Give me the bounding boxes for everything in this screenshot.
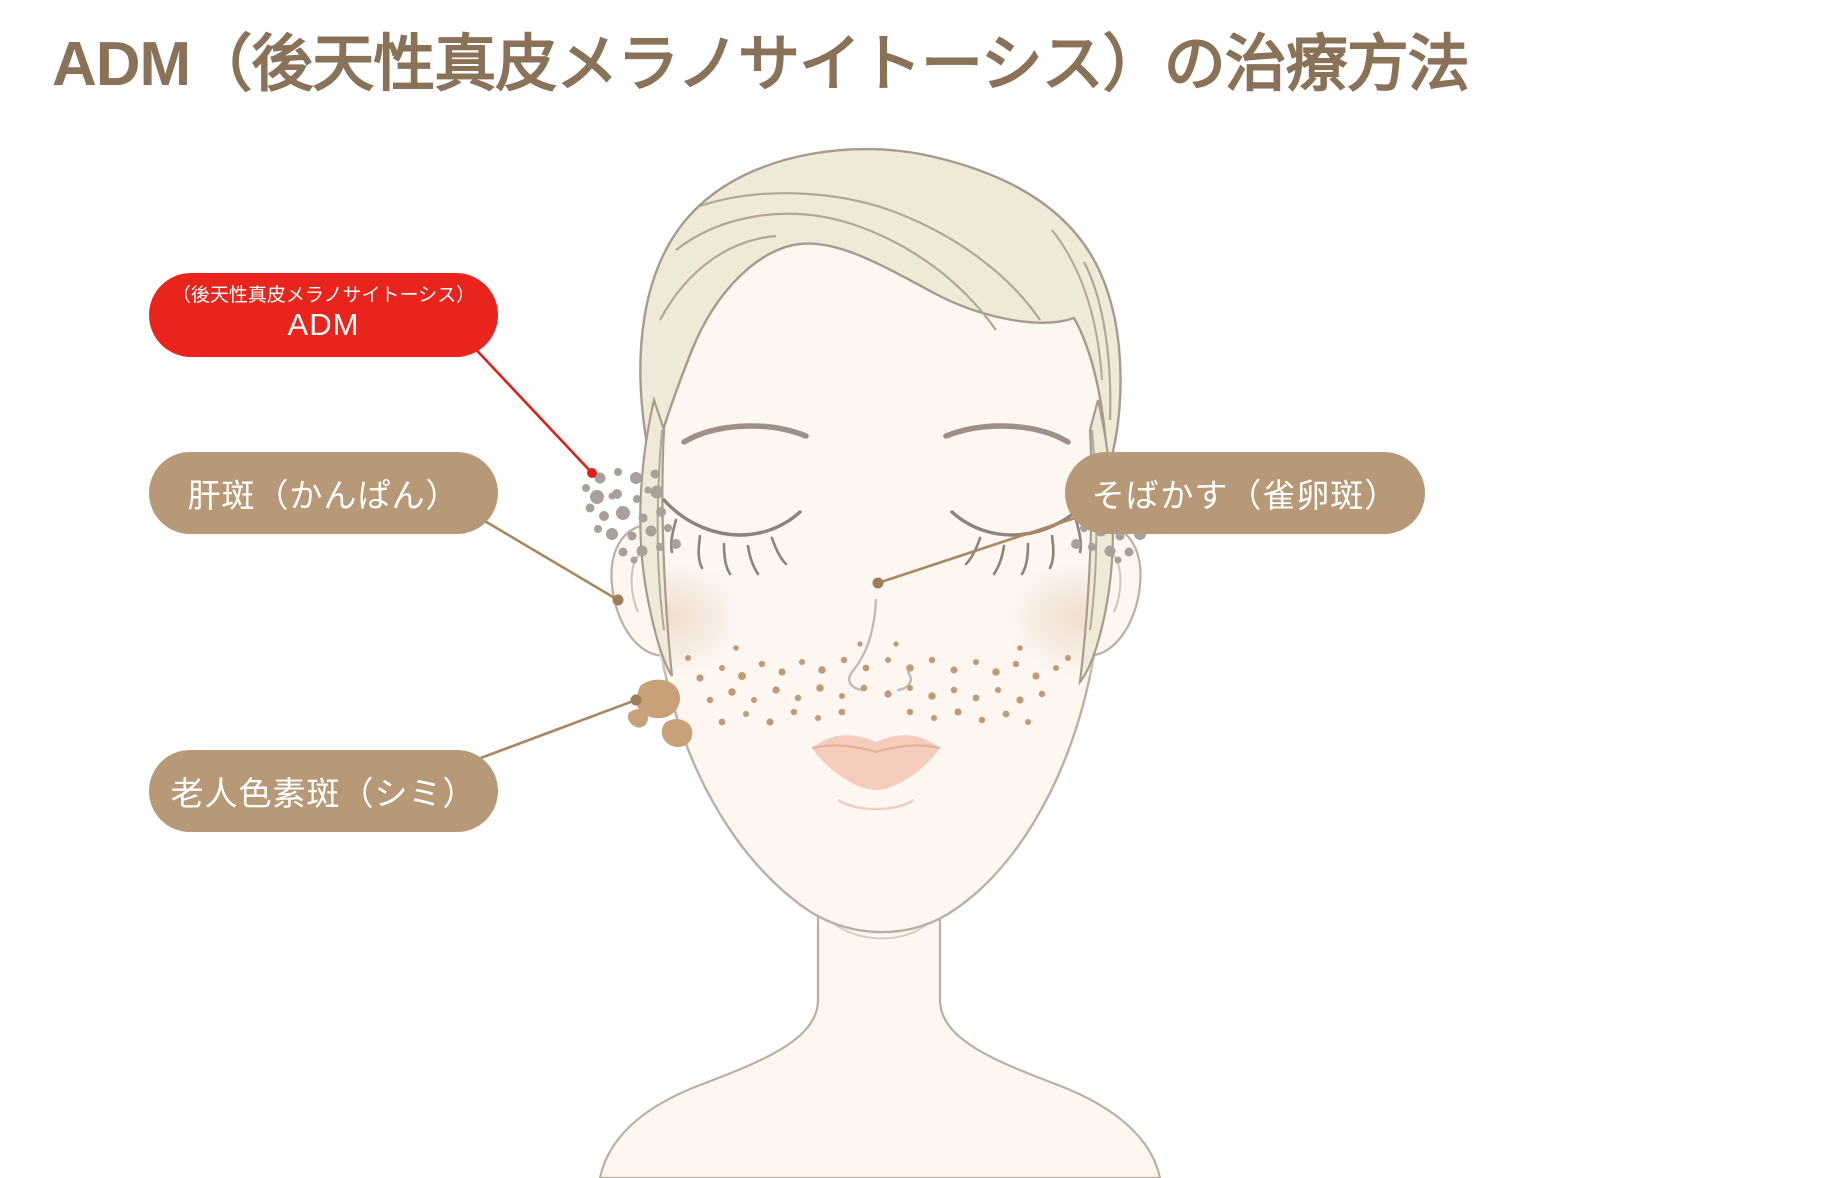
callout-lentigo-label: 老人色素斑（シミ） [170,775,477,812]
leader-line-lentigo [469,698,637,764]
eyebrows [681,423,1071,445]
leader-line-adm [467,340,593,474]
callout-adm[interactable]: （後天性真皮メラノサイトーシス） ADM [149,273,498,357]
callout-melasma-label: 肝斑（かんぱん） [187,477,460,514]
melasma-patches [644,556,1108,680]
leader-dot-freckles [872,577,884,589]
page-title: ADM（後天性真皮メラノサイトーシス）の治療方法 [52,30,1470,99]
leader-line-melasma [477,515,619,602]
freckles [685,641,1071,726]
callout-adm-label: ADM [287,306,360,342]
callout-freckles[interactable]: そばかす（雀卵斑） [1065,452,1425,534]
lentigo-spots [627,679,693,748]
lips [811,735,941,811]
leader-line-freckles [877,515,1079,585]
leader-dot-melasma [612,594,624,606]
hair [639,147,1122,686]
leader-lines [467,340,1079,764]
callout-freckles-label: そばかす（雀卵斑） [1091,477,1399,514]
callout-lentigo[interactable]: 老人色素斑（シミ） [149,750,498,832]
leader-dot-lentigo [630,694,642,706]
callout-melasma[interactable]: 肝斑（かんぱん） [149,452,498,534]
nose [848,598,912,692]
leader-dot-adm [587,468,597,478]
callout-adm-sublabel: （後天性真皮メラノサイトーシス） [171,284,476,306]
